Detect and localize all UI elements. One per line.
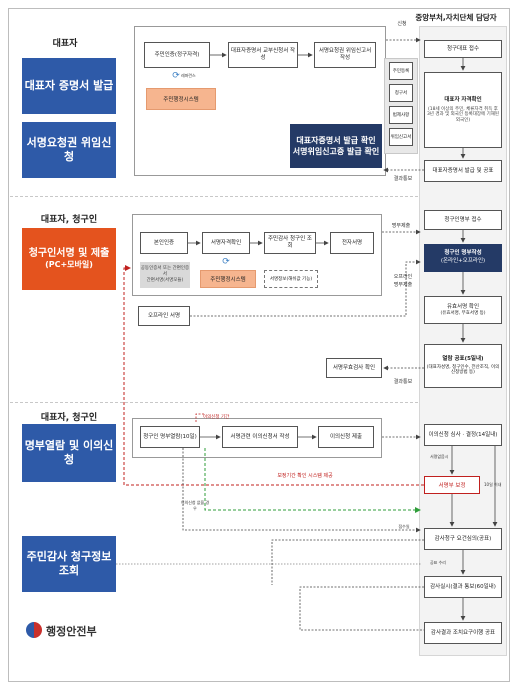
- certificate-application-step: 대표자증명서 교부신청서 작성: [228, 42, 298, 68]
- signature-correction-box: 서명부 보정: [424, 476, 480, 494]
- sync-icon: ⟳: [172, 71, 180, 81]
- public-detail: (대표자성명, 청구인수, 전산조직, 이의신청방법 등): [426, 364, 500, 376]
- resident-admin-system-box: 주민행정시스템: [146, 88, 216, 110]
- arrow-back-2: [299, 586, 424, 631]
- doc-item-2: 법제사항: [389, 106, 413, 124]
- objection-review-box: 이의신청 심사 · 결정(14일내): [424, 424, 502, 446]
- list-submit-label: 명부제출: [391, 223, 411, 229]
- section-divider-1: [10, 196, 418, 197]
- receive-note: 접수일: [398, 524, 410, 529]
- create-line-1: 청구인 명부작성: [444, 250, 482, 257]
- confirm-line-2: 서명위임신고증 발급 확인: [292, 147, 380, 156]
- government-emblem-icon: [26, 622, 42, 638]
- check-detail: (18세 이상의 주민, 체류자격 취득 후 3년 경과 및 외국인 등록대장에…: [426, 106, 500, 123]
- signature-invalid-check-box: 서명무효검사 확인: [326, 358, 382, 378]
- correction-loop-line: [123, 265, 424, 486]
- validity-detail: (유효서명, 무효서명 등): [440, 310, 486, 316]
- validity-title: 유효서명 확인: [446, 303, 480, 310]
- issue-certificate-button[interactable]: 대표자 증명서 발급: [22, 58, 116, 114]
- confirm-line-1: 대표자증명서 발급 확인: [296, 135, 376, 145]
- list-view-objection-button[interactable]: 명부열람 및 이의신청: [22, 424, 116, 482]
- signature-submit-line-1: 청구인서명 및 제출: [28, 248, 110, 260]
- representative-check-box: 대표자 자격확인 (18세 이상의 주민, 체류자격 취득 후 3년 경과 및 …: [424, 72, 502, 148]
- request-label: 신청: [397, 21, 407, 27]
- resident-admin-system-box-2: 주민행정시스템: [200, 270, 256, 288]
- create-line-2: (온라인+오프라인): [440, 258, 486, 264]
- ten-day-note: 10일 이내: [484, 482, 502, 487]
- objection-period-line: [195, 413, 204, 422]
- doc-item-1: 청구서: [389, 84, 413, 102]
- offline-signature-box: 오프라인 서명: [138, 306, 190, 326]
- certificate-issue-box: 대표자증명서 발급 및 공표: [424, 160, 502, 182]
- arrow-to-audit: [182, 448, 421, 533]
- no-signature-note: 서명없음시: [430, 454, 449, 459]
- note-line-2: 간편서명(서명모듈): [146, 277, 184, 283]
- signer-eligibility-step: 서명자격확인: [202, 232, 250, 254]
- no-objection-label: 이의신청 없을 경우: [180, 500, 210, 511]
- section1-result-notice: 결과통보: [393, 176, 413, 182]
- note-line-1: 공동인증서 또는 간편인증서: [140, 266, 190, 278]
- audit-execution-box: 감사실시(결과 통보(60일내): [424, 576, 502, 598]
- identity-auth-step: 본인인증: [140, 232, 188, 254]
- section3-actor: 대표자, 청구인: [40, 413, 98, 423]
- delegation-report-step: 서명요청권 위임신고서 작성: [314, 42, 376, 68]
- claimant-list-receive-box: 청구인명부 접수: [424, 210, 502, 230]
- objection-form-step: 서명관련 이의신청서 작성: [222, 426, 298, 448]
- audit-claimant-lookup-step: 주민감사 청구인 조회: [264, 232, 316, 254]
- claimant-list-create-box: 청구인 명부작성 (온라인+오프라인): [424, 244, 502, 272]
- objection-submit-step: 이의신청 제출: [318, 426, 374, 448]
- representative-receive-box: 청구대표 접수: [424, 40, 502, 58]
- section1-actor: 대표자: [52, 39, 78, 49]
- accept-note: 공표 수리: [430, 560, 446, 565]
- audit-info-lookup-button[interactable]: 주민감사 청구정보 조회: [22, 536, 116, 592]
- audit-result-box: 감사결과 조치요구이행 공표: [424, 622, 502, 644]
- delegate-request-button[interactable]: 서명요청권 위임신청: [22, 122, 116, 178]
- public-view-box: 열람 공표(5일내) (대표자성명, 청구인수, 전산조직, 이의신청방법 등): [424, 344, 502, 388]
- signature-submit-button[interactable]: 청구인서명 및 제출 (PC+모바일): [22, 228, 116, 290]
- offline-submit-label: 명부제출: [393, 282, 413, 288]
- signature-submit-line-2: (PC+모바일): [45, 260, 93, 270]
- reference-label: 레퍼런스: [181, 73, 196, 78]
- issuance-confirmation-box: 대표자증명서 발급 확인 서명위임신고증 발급 확인: [290, 124, 382, 168]
- audit-requirement-box: 감사청구 요건심의(공표): [424, 528, 502, 550]
- valid-signature-box: 유효서명 확인 (유효서명, 무효서명 등): [424, 296, 502, 324]
- e-signature-step: 전자서명: [330, 232, 374, 254]
- section-divider-2: [10, 402, 418, 403]
- signature-hash-note: 서명정보(해쉬값 기능): [264, 270, 318, 288]
- section2-result-notice: 결과통보: [393, 379, 413, 385]
- section2-actor: 대표자, 청구인: [40, 215, 98, 225]
- resident-auth-step: 주민인증(정구자격): [144, 42, 210, 68]
- arrow-back-1: [271, 539, 424, 585]
- certificate-note: 공동인증서 또는 간편인증서 간편서명(서명모듈): [140, 262, 190, 288]
- objection-period-label: 이의신청 기간: [203, 415, 230, 420]
- check-title: 대표자 자격확인: [444, 96, 482, 103]
- correction-request-label: 보정기간 확인 시스템 제공: [277, 473, 333, 479]
- sync-icon-2: ⟳: [222, 257, 230, 267]
- doc-item-0: 주민등록: [389, 62, 413, 80]
- doc-item-3: 위임신고서: [389, 128, 413, 146]
- right-column-title: 중앙부처,자치단체 담당자: [415, 13, 497, 22]
- list-view-step: 청구인 명부열람(10일): [140, 426, 200, 448]
- arrow-offline: [190, 259, 421, 317]
- green-accept-line: [204, 448, 421, 513]
- public-title: 열람 공표(5일내): [442, 355, 484, 362]
- ministry-name: 행정안전부: [46, 625, 97, 638]
- offline-label: 오프라인: [393, 274, 413, 280]
